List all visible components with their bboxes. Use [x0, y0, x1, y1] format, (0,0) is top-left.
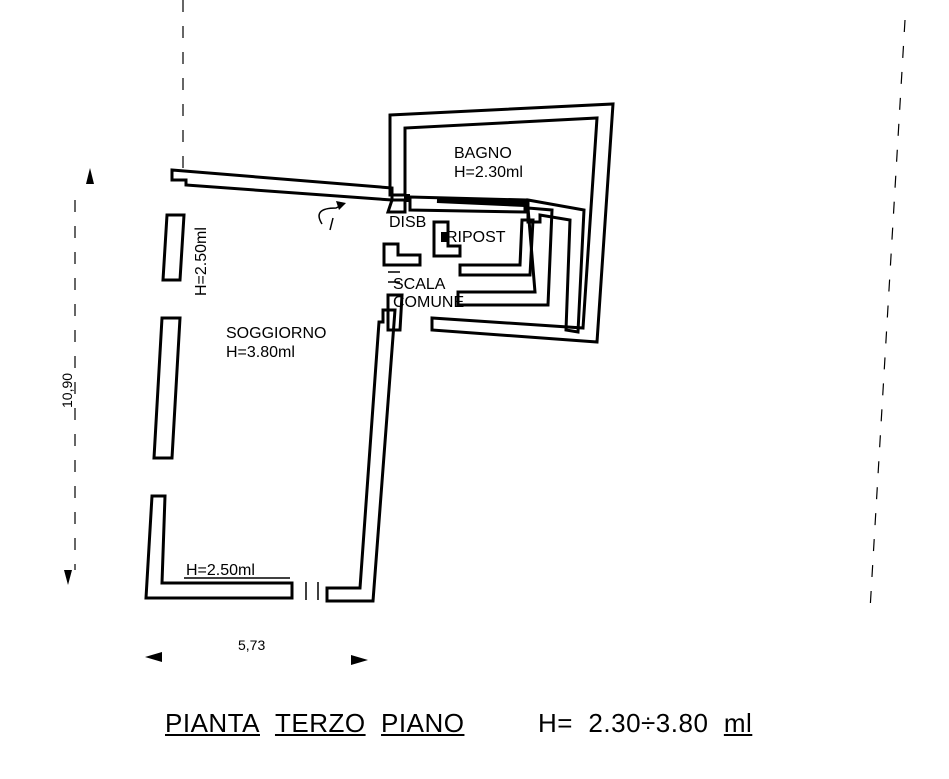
scala-walls — [382, 198, 422, 332]
soggiorno-height: H=3.80ml — [226, 344, 295, 361]
bagno-height: H=2.30ml — [454, 164, 523, 181]
arrow-left-icon — [145, 652, 162, 662]
plan-height-range: H= 2.30÷3.80 ml — [538, 708, 770, 739]
bottom-wall-height: H=2.50ml — [186, 562, 255, 579]
stair-direction-icon — [318, 203, 345, 225]
soggiorno-walls — [144, 168, 397, 603]
arrow-down-icon — [64, 570, 72, 585]
comune-label: COMUNE — [393, 294, 464, 311]
bagno-walls — [388, 102, 615, 344]
horizontal-dimension: 5,73 — [238, 637, 265, 653]
disb-label: DISB — [389, 214, 426, 231]
arrow-up-icon — [86, 168, 94, 184]
arrow-right-icon — [351, 655, 368, 665]
height-prefix: H= — [538, 708, 573, 738]
reference-line-right — [869, 19, 906, 611]
height-range: 2.30÷3.80 — [588, 708, 709, 738]
title-word-1: PIANTA — [165, 708, 260, 738]
scala-label: SCALA — [393, 276, 446, 293]
bagno-label: BAGNO — [454, 145, 512, 162]
height-unit: ml — [723, 708, 753, 738]
title-word-2: TERZO — [274, 708, 366, 738]
vertical-dimension: 10,90 — [59, 373, 75, 408]
stair-arrow-head-icon — [336, 201, 346, 210]
plan-title: PIANTA TERZO PIANO — [165, 708, 464, 739]
left-wall-height: H=2.50ml — [193, 227, 210, 296]
soggiorno-label: SOGGIORNO — [226, 325, 326, 342]
ripost-label: RIPOST — [446, 229, 506, 246]
title-word-3: PIANO — [381, 708, 465, 738]
